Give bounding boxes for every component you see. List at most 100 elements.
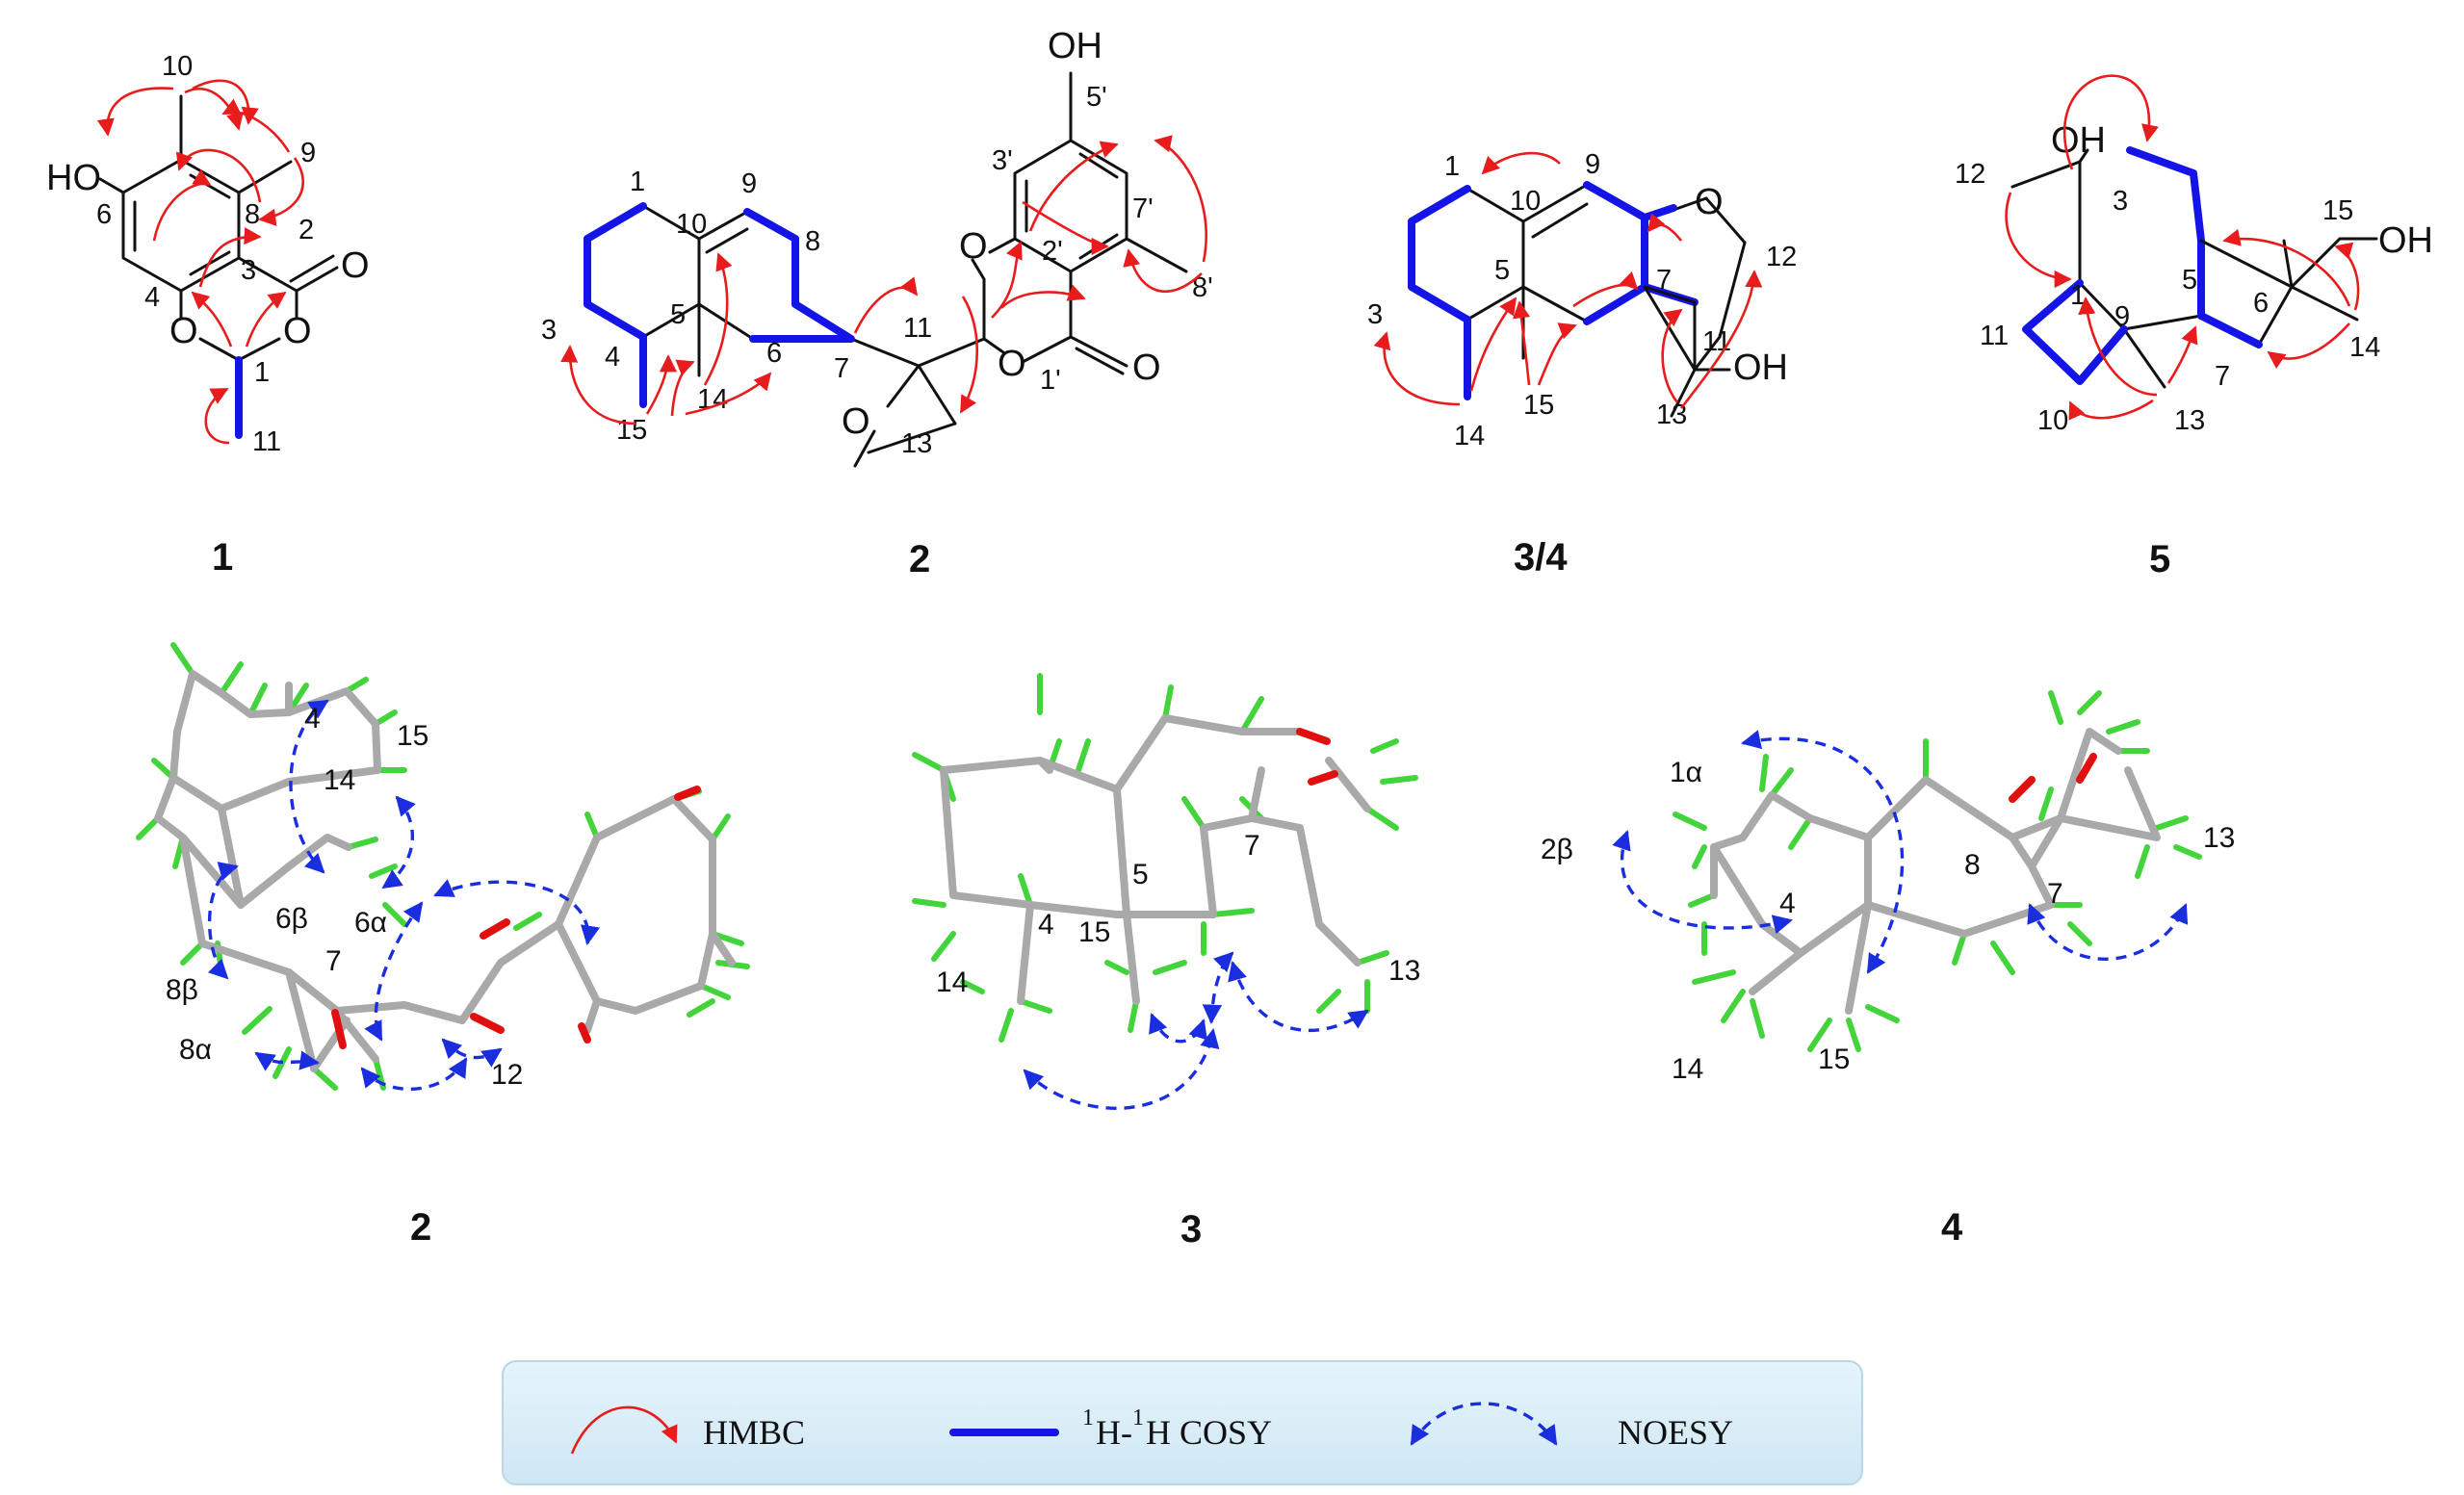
- atom-number-label: 4: [304, 703, 321, 735]
- legend-cosy-text: H-: [1096, 1413, 1132, 1452]
- conformer-2-label: 2: [410, 1206, 431, 1249]
- compound-5-label: 5: [2149, 538, 2170, 580]
- atom-number-label: 8: [245, 199, 260, 230]
- conformer-3-noesy-arrows: [1023, 951, 1369, 1110]
- atom-number-label: 1: [630, 167, 645, 197]
- atom-number-label: 3': [992, 145, 1013, 176]
- conformer-4-ring-oxygen: [2009, 776, 2036, 803]
- compound-1-hmbc-arrows: [96, 79, 304, 445]
- compound-5-oh2-label: OH: [2378, 220, 2433, 261]
- atom-number-label: 9: [741, 168, 757, 199]
- atom-number-label: 8β: [166, 974, 198, 1006]
- compound-1-atom-numbers: 10 9 6 8 2 3 4 1 11: [96, 51, 316, 457]
- atom-number-label: 7: [1656, 265, 1672, 296]
- legend-hmbc-label: HMBC: [703, 1413, 805, 1452]
- compound-34-furan-ring: [1643, 285, 1697, 372]
- compound-5-hmbc-arrows: [2005, 74, 2360, 421]
- compound-2-bonds: [641, 71, 1188, 468]
- atom-number-label: 1α: [1670, 757, 1702, 788]
- atom-number-label: 9: [2114, 301, 2130, 332]
- conformer-4-model: 1α 2β 8 4 7 13 14 15: [1541, 690, 2235, 1085]
- compound-34-oh-label: OH: [1733, 348, 1788, 388]
- atom-number-label: 11: [252, 426, 281, 457]
- compound-1-structure: HO O O O 10 9 6 8 2 3 4 1 11: [46, 51, 370, 457]
- atom-number-label: 12: [491, 1059, 523, 1091]
- atom-number-label: 8: [1964, 849, 1981, 881]
- compound-34-atom-numbers: 1 9 10 3 5 7 12 11 14 15 13: [1367, 149, 1797, 451]
- compound-2-ring-o-label: O: [998, 344, 1026, 384]
- atom-number-label: 14: [1672, 1053, 1703, 1085]
- atom-number-label: 15: [1523, 390, 1554, 421]
- atom-number-label: 13: [1388, 955, 1420, 987]
- legend-noesy-icon: [1410, 1402, 1558, 1446]
- compound-5-structure: OH OH 12 3 15 1 5 6 9 11 14 7 10 13: [1955, 74, 2433, 436]
- atom-number-label: 10: [676, 209, 707, 240]
- legend-cosy-label: 1 H- 1 H COSY: [1082, 1405, 1272, 1452]
- conformer-2-hydrogens: [136, 642, 750, 1091]
- atom-number-label: 11: [1980, 321, 2009, 351]
- compound-1-bonds: [98, 94, 339, 362]
- atom-number-label: 6: [766, 338, 782, 369]
- atom-number-label: 6β: [275, 903, 308, 935]
- atom-number-label: 10: [1510, 186, 1541, 217]
- compound-2-hmbc-arrows: [560, 135, 1207, 425]
- atom-number-label: 7: [325, 945, 342, 977]
- compound-2-atom-numbers: 1 9 10 8 3 5 4 15 14 6 7 11 13 5' 3' 7' …: [541, 82, 1213, 459]
- atom-number-label: 3: [541, 315, 557, 346]
- compound-5-oh1-label: OH: [2051, 120, 2106, 161]
- compound-34-bonds: [1465, 183, 1747, 418]
- conformer-3-model: 7 5 4 15 14 13: [912, 673, 1420, 1110]
- conformer-2-atom-labels: 4 15 14 6β 6α 7 8β 8α 12: [166, 703, 523, 1091]
- compound-34-ring-o-label: O: [1695, 182, 1724, 222]
- atom-number-label: 13: [2174, 405, 2205, 436]
- conformer-4-atom-labels: 1α 2β 8 4 7 13 14 15: [1541, 757, 2235, 1085]
- legend-box: [502, 1360, 1863, 1485]
- compound-1-label: 1: [212, 536, 233, 579]
- atom-number-label: 7: [1244, 830, 1260, 862]
- atom-number-label: 5: [1132, 859, 1149, 890]
- compound-2-oh-label: OH: [1048, 26, 1102, 66]
- legend-hmbc-icon: [570, 1405, 678, 1455]
- legend-cosy-text: H COSY: [1146, 1413, 1272, 1452]
- atom-number-label: 1: [1444, 151, 1460, 182]
- compound-2-epoxide-o-label: O: [842, 401, 870, 442]
- atom-number-label: 14: [936, 967, 968, 998]
- conformer-4-carbon-frame: [1710, 728, 2161, 1015]
- conformer-2-ether-oxygen: [480, 918, 510, 940]
- conformer-3-hydrogens: [912, 673, 1418, 1043]
- compound-2-label: 2: [909, 538, 930, 580]
- atom-number-label: 8α: [179, 1034, 212, 1066]
- atom-number-label: 6: [2253, 288, 2269, 319]
- compound-1-ring-o-label: O: [283, 311, 312, 351]
- conformer-3-atom-labels: 7 5 4 15 14 13: [936, 830, 1420, 998]
- atom-number-label: 3: [1367, 299, 1383, 330]
- atom-number-label: 2: [298, 215, 314, 245]
- atom-number-label: 4: [1038, 909, 1054, 941]
- compound-2-ether-o-label: O: [959, 226, 988, 267]
- atom-number-label: 4: [605, 342, 620, 373]
- atom-number-label: 12: [1955, 159, 1985, 190]
- atom-number-label: 8: [805, 226, 820, 257]
- atom-number-label: 4: [144, 282, 160, 313]
- compound-5-atom-numbers: 12 3 15 1 5 6 9 11 14 7 10 13: [1955, 159, 2380, 436]
- atom-number-label: 1': [1040, 365, 1061, 396]
- conformer-2-epoxide-oxygen: [331, 1009, 347, 1049]
- atom-number-label: 15: [1818, 1044, 1850, 1075]
- compound-2-cosy-bonds: [584, 202, 855, 408]
- legend-cosy-superscript: 1: [1132, 1405, 1144, 1431]
- atom-number-label: 8': [1192, 272, 1213, 303]
- legend: HMBC 1 H- 1 H COSY NOESY: [502, 1360, 1863, 1485]
- compound-5-bond-5-6: [2199, 239, 2294, 289]
- atom-number-label: 11: [903, 313, 932, 344]
- atom-number-label: 4: [1779, 888, 1796, 919]
- conformer-3-carbon-frame: [940, 714, 1371, 1005]
- conformer-2-noesy-arrows: [207, 699, 601, 1092]
- atom-number-label: 13: [2203, 822, 2235, 854]
- legend-cosy-superscript: 1: [1082, 1405, 1094, 1431]
- atom-number-label: 11: [1702, 326, 1731, 357]
- atom-number-label: 1: [2070, 280, 2086, 311]
- conformer-2-model: 4 15 14 6β 6α 7 8β 8α 12: [136, 642, 750, 1092]
- atom-number-label: 3: [2113, 186, 2128, 217]
- atom-number-label: 9: [300, 138, 316, 168]
- conformer-4-noesy-arrows: [1612, 730, 2189, 974]
